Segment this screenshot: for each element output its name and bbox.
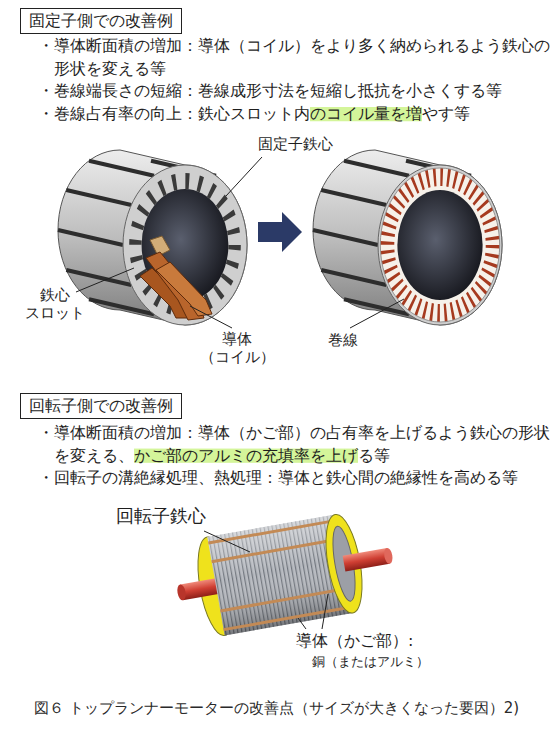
bullet-text: ・導体断面積の増加：導体（コイル）をより多く納められるよう鉄心の形状を変える等	[38, 35, 554, 80]
bullet-text: ・巻線端長さの短縮：巻線成形寸法を短縮し抵抗を小さくする等	[38, 80, 554, 103]
stator-core-slotted	[58, 150, 247, 325]
core-stripe	[58, 230, 123, 245]
part-label: 鉄心 スロット	[20, 286, 90, 322]
bullet-text: ・巻線占有率の向上：鉄心スロット内のコイル量を増やす等	[38, 103, 554, 126]
winding	[380, 168, 499, 322]
core-stripe	[344, 161, 409, 176]
copper-coil	[140, 236, 212, 320]
core-stripe	[321, 190, 386, 205]
rotor	[343, 548, 390, 572]
leader-line	[298, 618, 306, 629]
leader-line	[350, 299, 404, 328]
rotor	[169, 506, 401, 642]
rotor	[176, 584, 187, 601]
core-stripe	[66, 190, 131, 205]
winding	[380, 168, 499, 322]
cage-bar	[224, 607, 352, 630]
part-label: 巻線	[328, 330, 358, 351]
part-label: 導体 （コイル）	[194, 330, 280, 366]
material-note: 銅（またはアルミ）	[312, 653, 429, 671]
figure-caption: 図６ トップランナーモーターの改善点（サイズが大きくなった要因）2)	[34, 698, 519, 719]
rotor	[383, 547, 394, 564]
core-stripe	[89, 161, 154, 176]
heading-text: 固定子側での改善例	[29, 11, 173, 30]
stator-core-slotted	[123, 165, 247, 325]
rotor	[180, 578, 218, 600]
stator-wound	[313, 150, 502, 325]
winding	[397, 190, 482, 300]
leader-line	[204, 531, 250, 552]
heading-text: 回転子側での改善例	[29, 396, 173, 415]
core-stripe	[321, 270, 386, 285]
section-heading-box: 回転子側での改善例	[20, 393, 182, 419]
cage-bar	[208, 520, 336, 543]
core-stripe	[313, 230, 378, 245]
cage-bar	[212, 539, 340, 562]
winding	[380, 168, 499, 322]
leader-line	[76, 268, 134, 292]
bullet-text: ・回転子の溝絶縁処理、熱処理：導体と鉄心間の絶縁性を高める等	[38, 467, 554, 490]
leader-line	[322, 594, 328, 629]
copper-coil	[156, 262, 212, 316]
bullet-text: ・導体断面積の増加：導体（かご部）の占有率を上げるよう鉄心の形状を変える、かご部…	[38, 422, 554, 467]
part-label: 回転子鉄心	[116, 503, 206, 529]
stator-core-slotted	[58, 150, 247, 325]
leader-line	[190, 306, 232, 328]
cage-bar	[220, 588, 348, 611]
leader-line	[226, 157, 262, 196]
stator-wound	[313, 150, 502, 325]
stator-wound	[378, 165, 502, 325]
part-label: 固定子鉄心	[258, 134, 333, 155]
winding	[387, 177, 492, 313]
part-label: 導体（かご部）:	[296, 630, 413, 653]
improvement-arrow	[258, 212, 302, 252]
section-heading-box: 固定子側での改善例	[20, 8, 182, 34]
